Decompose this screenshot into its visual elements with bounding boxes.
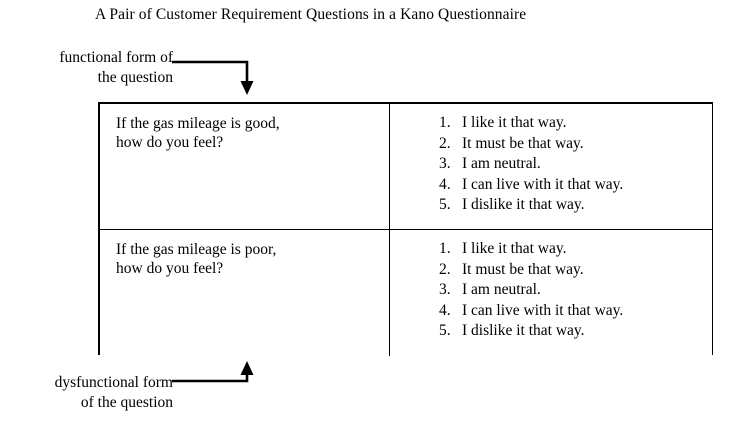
list-item[interactable]: 4. I can live with it that way. <box>439 301 712 322</box>
list-item[interactable]: 3. I am neutral. <box>439 154 712 175</box>
answer-number: 4. <box>439 301 451 319</box>
elbow-arrow-up-icon <box>172 361 254 383</box>
functional-question-cell: If the gas mileage is good, how do you f… <box>100 104 390 230</box>
dysfunctional-question-cell: If the gas mileage is poor, how do you f… <box>100 229 390 356</box>
dysfunctional-answer-list: 1. I like it that way. 2. It must be tha… <box>390 230 712 342</box>
dysfunctional-question-text: If the gas mileage is poor, how do you f… <box>100 230 389 278</box>
functional-answers-cell: 1. I like it that way. 2. It must be tha… <box>389 104 712 230</box>
functional-answer-list: 1. I like it that way. 2. It must be tha… <box>390 104 712 216</box>
answer-text: I am neutral. <box>462 155 541 172</box>
answer-text: It must be that way. <box>462 260 584 278</box>
answer-number: 5. <box>439 322 451 339</box>
elbow-arrow-down-icon <box>172 60 254 95</box>
figure-title: A Pair of Customer Requirement Questions… <box>95 6 527 23</box>
answer-text: I am neutral. <box>462 281 541 298</box>
answer-number: 1. <box>439 114 451 131</box>
dysfunctional-question-line2: how do you feel? <box>116 260 224 277</box>
list-item[interactable]: 3. I am neutral. <box>439 280 712 301</box>
dysfunctional-form-label: dysfunctional form of the question <box>8 373 173 413</box>
answer-number: 3. <box>439 281 451 298</box>
list-item[interactable]: 5. I dislike it that way. <box>439 195 712 216</box>
answer-text: I dislike it that way. <box>462 322 585 339</box>
answer-text: I like it that way. <box>462 114 567 131</box>
answer-number: 2. <box>439 134 451 152</box>
answer-number: 1. <box>439 240 451 257</box>
functional-form-label-line1: functional form of <box>59 49 173 66</box>
list-item[interactable]: 2. It must be that way. <box>439 260 712 281</box>
functional-question-text: If the gas mileage is good, how do you f… <box>100 104 389 152</box>
list-item[interactable]: 1. I like it that way. <box>439 239 712 260</box>
answer-text: I dislike it that way. <box>462 196 585 213</box>
answer-number: 5. <box>439 196 451 213</box>
list-item[interactable]: 5. I dislike it that way. <box>439 321 712 342</box>
dysfunctional-form-label-line1: dysfunctional form <box>54 374 173 391</box>
kano-questionnaire-table: If the gas mileage is good, how do you f… <box>98 102 713 356</box>
list-item[interactable]: 4. I can live with it that way. <box>439 175 712 196</box>
functional-form-label-line2: the question <box>97 69 173 86</box>
answer-text: It must be that way. <box>462 134 584 152</box>
answer-text: I like it that way. <box>462 240 567 257</box>
answer-number: 4. <box>439 175 451 193</box>
answer-text: I can live with it that way. <box>462 175 624 193</box>
list-item[interactable]: 1. I like it that way. <box>439 113 712 134</box>
answer-number: 3. <box>439 155 451 172</box>
table-row: If the gas mileage is poor, how do you f… <box>100 229 712 356</box>
functional-question-line1: If the gas mileage is good, <box>116 115 280 132</box>
dysfunctional-question-line1: If the gas mileage is poor, <box>116 241 277 258</box>
dysfunctional-answers-cell: 1. I like it that way. 2. It must be tha… <box>389 229 712 356</box>
answer-number: 2. <box>439 260 451 278</box>
table-row: If the gas mileage is good, how do you f… <box>100 104 712 230</box>
functional-question-line2: how do you feel? <box>116 134 224 151</box>
functional-form-label: functional form of the question <box>8 48 173 88</box>
dysfunctional-form-label-line2: of the question <box>80 394 173 411</box>
answer-text: I can live with it that way. <box>462 301 624 319</box>
list-item[interactable]: 2. It must be that way. <box>439 134 712 155</box>
